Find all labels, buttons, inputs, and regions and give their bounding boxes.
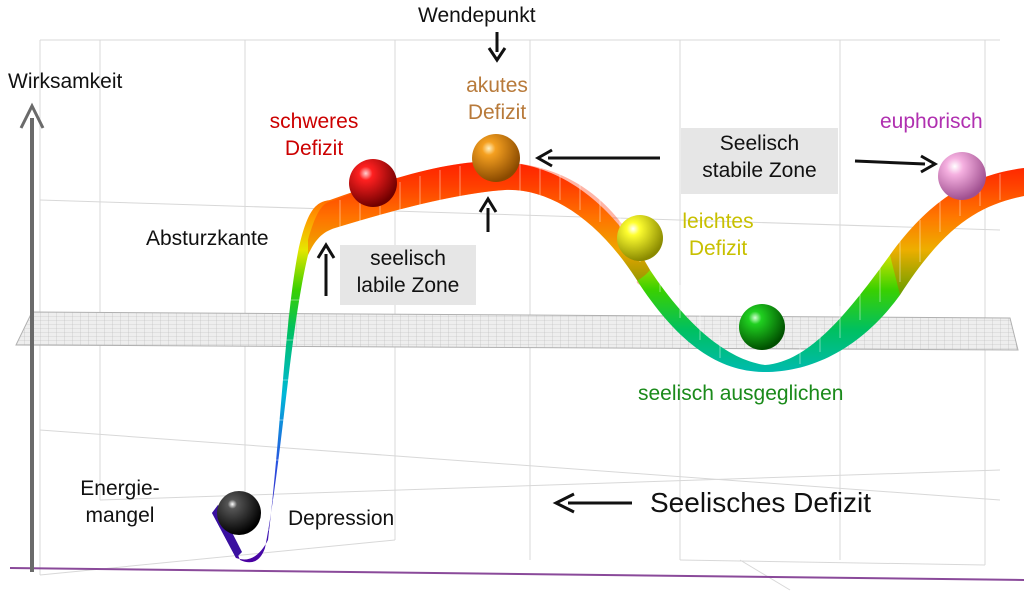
leichtes-defizit-label: leichtes Defizit [682,210,754,260]
ball-akutes-defizit [472,134,520,182]
energiemangel-label: Energie- mangel [80,477,160,527]
depression-label: Depression [288,507,395,530]
seelisch-stabile-zone-box: Seelisch stabile Zone [681,128,838,194]
balls [217,134,986,535]
ball-leichtes-defizit [617,215,663,261]
ball-seelisch-ausgeglichen [739,304,785,350]
wirksamkeit-axis-arrow [19,102,45,572]
euphorisch-label: euphorisch [880,110,983,133]
seelisch-labile-zone-box: seelisch labile Zone [340,245,476,305]
schweres-defizit-label: schweres Defizit [269,110,359,160]
ball-depression [217,491,261,535]
ball-schweres-defizit [349,159,397,207]
wirksamkeit-label: Wirksamkeit [8,70,123,93]
seelisch-ausgeglichen-label: seelisch ausgeglichen [638,382,844,405]
wendepunkt-label: Wendepunkt [418,4,536,27]
ball-euphorisch [938,152,986,200]
bottom-axis-line [9,567,1024,581]
seelisches-defizit-label: Seelisches Defizit [650,487,871,518]
absturzkante-label: Absturzkante [146,227,269,250]
akutes-defizit-label: akutes Defizit [466,74,528,124]
arrows [316,32,939,514]
